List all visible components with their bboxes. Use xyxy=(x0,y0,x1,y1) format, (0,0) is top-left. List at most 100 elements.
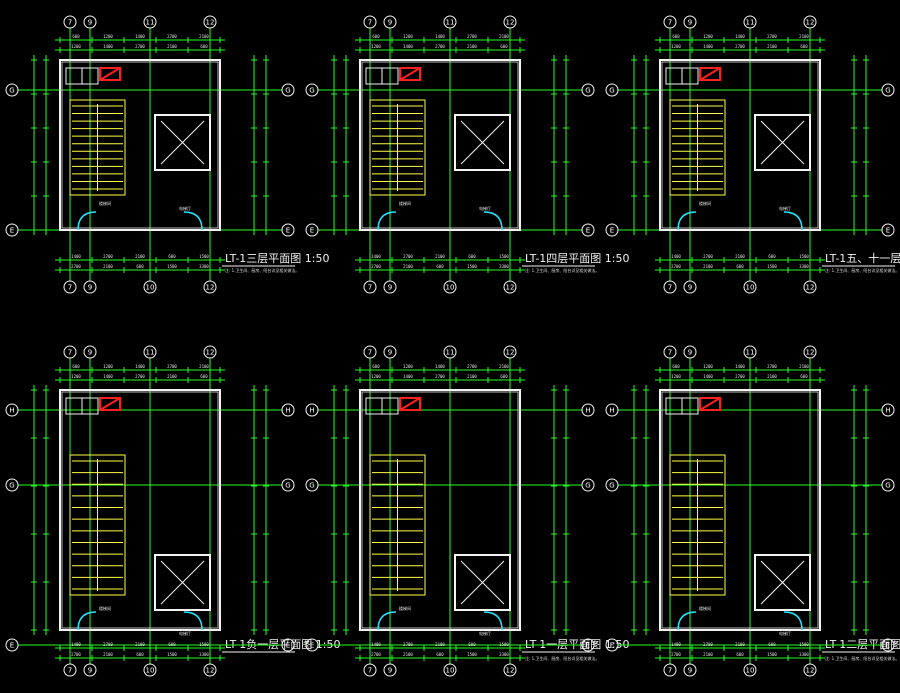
axis-left-2-circle xyxy=(605,223,619,237)
room-label: 楼梯间 xyxy=(699,200,711,206)
dimension-text: 2700 xyxy=(371,264,381,269)
dimension-text: 1200 xyxy=(703,34,713,39)
axis-top-1-circle xyxy=(63,345,77,359)
axis-left-1-circle xyxy=(5,83,19,97)
inner-wall xyxy=(361,391,519,629)
axis-bot-2-circle xyxy=(683,280,697,294)
dimension-text: 1400 xyxy=(703,44,713,49)
dimension-text: 1200 xyxy=(103,34,113,39)
sheet-title-1: LT-1三层平面图 1:50 xyxy=(225,252,330,265)
dimension-text: 1400 xyxy=(703,374,713,379)
axis-bot-2-circle xyxy=(383,663,397,677)
room-label: 楼梯间 xyxy=(399,605,411,611)
axis-top-3-circle xyxy=(443,345,457,359)
axis-top-3-label: 11 xyxy=(746,19,755,27)
axis-top-1-circle xyxy=(363,345,377,359)
dimension-text: 600 xyxy=(168,642,176,647)
dimension-text: 2700 xyxy=(671,652,681,657)
dimension-text: 2100 xyxy=(767,44,777,49)
axis-bot-2-label: 9 xyxy=(388,284,392,292)
dimension-text: 1200 xyxy=(671,374,681,379)
axis-right-3-label: E xyxy=(586,642,590,650)
axis-bot-4-label: 12 xyxy=(206,667,215,675)
axis-top-4-label: 12 xyxy=(506,349,515,357)
dimension-text: 1500 xyxy=(199,642,209,647)
dimension-text: 2700 xyxy=(167,364,177,369)
axis-left-1-label: G xyxy=(609,87,614,95)
axis-left-1-label: G xyxy=(309,87,314,95)
axis-bot-1-label: 7 xyxy=(68,284,72,292)
door-swing xyxy=(677,611,697,631)
room-label: 电梯厅 xyxy=(779,205,791,211)
axis-top-4-circle xyxy=(203,345,217,359)
dimension-text: 600 xyxy=(372,34,380,39)
axis-top-3-circle xyxy=(743,345,757,359)
dimension-text: 1400 xyxy=(135,364,145,369)
axis-top-4-label: 12 xyxy=(806,349,815,357)
dimension-text: 1200 xyxy=(671,44,681,49)
dimension-text: 600 xyxy=(500,374,508,379)
axis-bot-4-label: 12 xyxy=(806,667,815,675)
dimension-text: 600 xyxy=(436,652,444,657)
axis-bot-2-label: 9 xyxy=(688,284,692,292)
axis-bot-1-label: 7 xyxy=(368,667,372,675)
axis-left-3-circle xyxy=(5,638,19,652)
axis-left-3-circle xyxy=(605,638,619,652)
dimension-text: 3300 xyxy=(199,652,209,657)
dimension-text: 2700 xyxy=(735,44,745,49)
axis-bot-1-circle xyxy=(663,280,677,294)
axis-right-2-label: E xyxy=(586,227,590,235)
shaft-block xyxy=(381,397,399,415)
axis-left-2-label: E xyxy=(10,227,14,235)
axis-top-4-circle xyxy=(203,15,217,29)
door-swing xyxy=(183,211,203,231)
sheet-title-4: LT-1负一层平面图 1:50 xyxy=(225,637,341,651)
axis-bot-3-label: 10 xyxy=(146,284,155,292)
axis-top-1-label: 7 xyxy=(368,349,372,357)
dimension-text: 600 xyxy=(72,34,80,39)
axis-top-1-circle xyxy=(63,15,77,29)
axis-bot-4-circle xyxy=(803,663,817,677)
room-label: 楼梯间 xyxy=(399,200,411,206)
axis-left-2-circle xyxy=(305,223,319,237)
axis-top-1-label: 7 xyxy=(668,19,672,27)
axis-bot-4-circle xyxy=(203,280,217,294)
door-swing xyxy=(783,611,803,631)
outer-wall xyxy=(359,389,521,631)
dimension-text: 2100 xyxy=(735,642,745,647)
dimension-text: 2100 xyxy=(167,374,177,379)
axis-top-3-circle xyxy=(143,345,157,359)
axis-right-1-label: G xyxy=(285,87,290,95)
dimension-text: 2100 xyxy=(499,34,509,39)
axis-top-1-label: 7 xyxy=(668,349,672,357)
dimension-text: 600 xyxy=(768,254,776,259)
axis-left-2-circle xyxy=(305,478,319,492)
stair-outline xyxy=(369,454,426,596)
door-swing xyxy=(783,211,803,231)
door-swing xyxy=(183,611,203,631)
axis-right-1-label: G xyxy=(585,87,590,95)
door-swing xyxy=(77,211,97,231)
axis-bot-3-label: 10 xyxy=(746,284,755,292)
axis-top-1-label: 7 xyxy=(68,349,72,357)
axis-right-3-circle xyxy=(881,638,895,652)
dimension-text: 1400 xyxy=(103,44,113,49)
axis-right-2-label: E xyxy=(886,227,890,235)
axis-top-4-label: 12 xyxy=(806,19,815,27)
elevator-x xyxy=(760,120,805,165)
axis-right-2-circle xyxy=(581,223,595,237)
axis-left-1-circle xyxy=(5,403,19,417)
dimension-text: 3300 xyxy=(799,264,809,269)
dimension-text: 2700 xyxy=(135,374,145,379)
dimension-text: 600 xyxy=(136,264,144,269)
axis-top-4-circle xyxy=(803,345,817,359)
axis-right-3-label: E xyxy=(286,642,290,650)
dimension-text: 600 xyxy=(800,374,808,379)
axis-left-3-label: E xyxy=(10,642,14,650)
dimension-text: 2700 xyxy=(135,44,145,49)
shaft-block xyxy=(681,397,699,415)
dimension-text: 2100 xyxy=(735,254,745,259)
dimension-text: 600 xyxy=(672,34,680,39)
dimension-text: 1500 xyxy=(167,652,177,657)
